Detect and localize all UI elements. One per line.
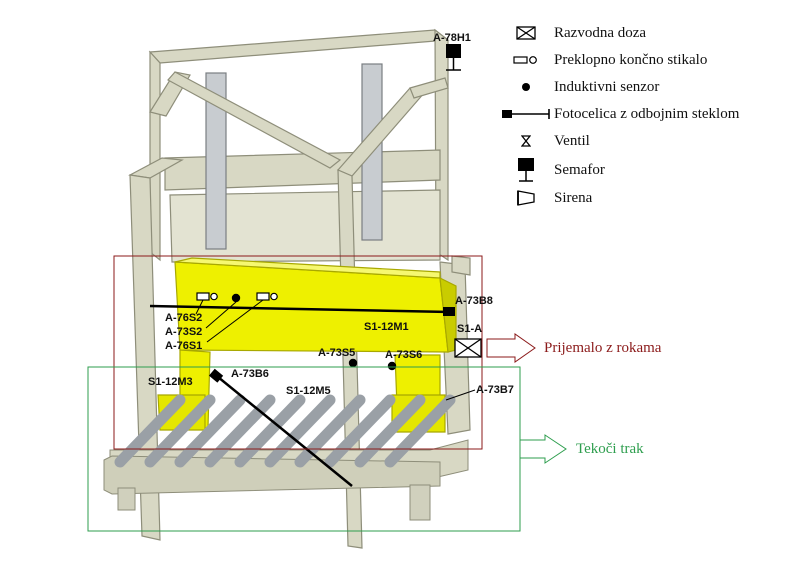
label-s1-a: S1-A xyxy=(457,323,482,335)
limit-switch-icon xyxy=(498,49,554,71)
label-a76s2: A-76S2 xyxy=(165,312,202,324)
leader-lines xyxy=(195,299,264,343)
junction-box-icon xyxy=(498,22,554,44)
inductive-sensor-icon xyxy=(498,76,554,98)
conveyor-roller xyxy=(234,394,306,468)
leader-a73b7 xyxy=(445,389,476,401)
conveyor-arrow-icon xyxy=(519,434,567,464)
legend-item-junction-box: Razvodna doza xyxy=(498,22,646,44)
legend-item-signal-lamp: Semafor xyxy=(498,158,605,182)
signal-lamp-icon xyxy=(498,158,554,182)
label-a73b7: A-73B7 xyxy=(476,384,514,396)
label-a78h1: A-78H1 xyxy=(433,32,471,44)
conveyor-roller xyxy=(174,394,246,468)
legend-item-valve: Ventil xyxy=(498,130,590,152)
gripper-group-box xyxy=(113,255,483,450)
junction-box-s1a-icon xyxy=(454,338,482,358)
conveyor-roller xyxy=(114,394,186,468)
gripper-arrow-icon xyxy=(486,333,536,363)
label-a73b8: A-73B8 xyxy=(455,295,493,307)
legend-label: Sirena xyxy=(554,189,593,206)
label-s1-12m5: S1-12M5 xyxy=(286,385,331,397)
conveyor-group-label: Tekoči trak xyxy=(576,441,644,457)
legend-item-limit-switch: Preklopno končno stikalo xyxy=(498,49,707,71)
label-a73b6: A-73B6 xyxy=(231,368,269,380)
legend-label: Ventil xyxy=(554,132,590,149)
signal-lamp-a78h1-icon xyxy=(446,44,461,71)
legend-label: Semafor xyxy=(554,161,605,178)
conveyor-roller xyxy=(264,394,336,468)
legend-item-photocell: Fotocelica z odbojnim steklom xyxy=(498,103,739,125)
legend-label: Induktivni senzor xyxy=(554,78,660,95)
valve-icon xyxy=(498,130,554,152)
conveyor-roller xyxy=(354,394,426,468)
limit-switch-a76s1 xyxy=(256,292,278,301)
label-s1-12m3: S1-12M3 xyxy=(148,376,193,388)
gripper-body xyxy=(157,257,457,433)
legend-label: Razvodna doza xyxy=(554,24,647,41)
label-a73s5: A-73S5 xyxy=(318,347,355,359)
label-a73s6: A-73S6 xyxy=(385,349,422,361)
legend-item-siren: Sirena xyxy=(498,187,592,209)
label-a73s2: A-73S2 xyxy=(165,326,202,338)
limit-switch-a76s2 xyxy=(196,292,218,301)
legend-label: Preklopno končno stikalo xyxy=(554,51,708,68)
inductive-sensor-a73s6 xyxy=(387,361,397,371)
label-a76s1: A-76S1 xyxy=(165,340,202,352)
photocell-a73b6-icon xyxy=(208,368,224,383)
photocell-icon xyxy=(498,103,554,125)
siren-icon xyxy=(498,187,554,209)
inductive-sensor-a73s2 xyxy=(231,293,241,303)
conveyor-roller xyxy=(324,394,396,468)
machine-frame xyxy=(128,28,450,549)
legend-item-inductive-sensor: Induktivni senzor xyxy=(498,76,659,98)
label-s1-12m1: S1-12M1 xyxy=(364,321,409,333)
conveyor-roller xyxy=(144,394,216,468)
left-cylinder xyxy=(205,72,227,250)
gripper-group-label: Prijemalo z rokama xyxy=(544,340,662,356)
conveyor-roller xyxy=(384,394,456,468)
inductive-sensor-a73s5 xyxy=(348,358,358,368)
photocell-a73b8-icon xyxy=(443,307,455,316)
legend-label: Fotocelica z odbojnim steklom xyxy=(554,105,740,122)
